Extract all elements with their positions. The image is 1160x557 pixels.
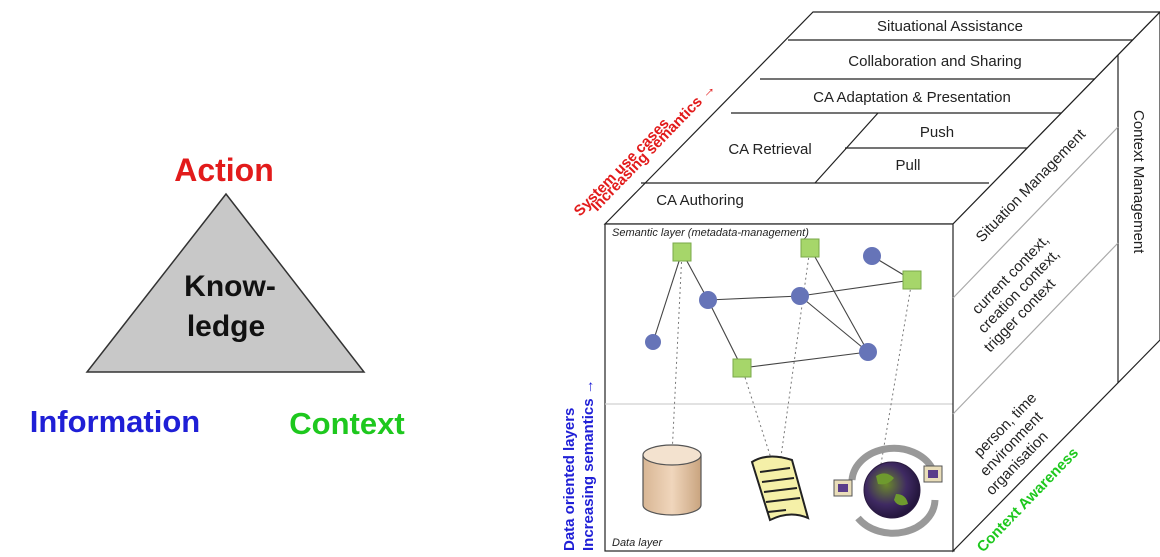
data-oriented-layers-label: Data oriented layers xyxy=(561,408,578,551)
top-layer-labels: Situational Assistance Collaboration and… xyxy=(656,18,1023,209)
metadata-square xyxy=(672,242,692,262)
data-layer-label: Data layer xyxy=(612,537,663,549)
push-label: Push xyxy=(920,124,954,141)
ca-adaptation-label: CA Adaptation & Presentation xyxy=(813,89,1011,106)
globe-icon xyxy=(833,444,943,537)
increasing-semantics-left-label: Increasing semantics → xyxy=(580,379,597,551)
knowledge-label-line2: ledge xyxy=(187,310,265,343)
database-icon xyxy=(642,444,702,516)
cube-side-face xyxy=(952,11,1160,553)
network-node xyxy=(863,247,881,265)
network-node xyxy=(859,343,877,361)
knowledge-triangle: Action Know- ledge Information Context xyxy=(30,152,405,441)
collaboration-sharing-label: Collaboration and Sharing xyxy=(848,53,1021,70)
metadata-square xyxy=(732,358,752,378)
action-label: Action xyxy=(174,152,274,188)
knowledge-label-line1: Know- xyxy=(184,270,276,303)
metadata-square xyxy=(800,238,820,258)
network-node xyxy=(645,334,661,350)
ca-retrieval-label: CA Retrieval xyxy=(728,141,811,158)
situational-assistance-label: Situational Assistance xyxy=(877,18,1023,35)
ca-authoring-label: CA Authoring xyxy=(656,192,744,209)
semantic-network xyxy=(645,238,922,481)
network-node xyxy=(699,291,717,309)
triangle-shape xyxy=(85,192,366,373)
metadata-square xyxy=(902,270,922,290)
semantic-layer-label: Semantic layer (metadata-management) xyxy=(612,227,809,239)
context-label: Context xyxy=(289,406,404,441)
network-node xyxy=(791,287,809,305)
document-icon xyxy=(750,455,810,522)
context-management-label: Context Management xyxy=(1130,110,1147,254)
information-label: Information xyxy=(30,404,201,439)
pull-label: Pull xyxy=(895,157,920,174)
